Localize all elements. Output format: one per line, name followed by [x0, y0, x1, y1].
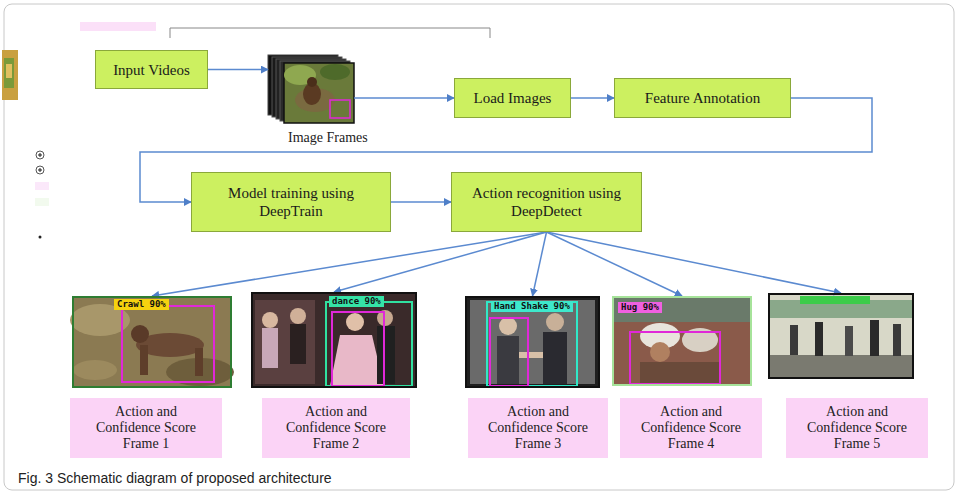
process-box: Action recognition using DeepDetect [451, 172, 642, 232]
score-box: Action and Confidence Score Frame 5 [786, 398, 928, 458]
flow-arrow [391, 201, 451, 203]
score-label: Action and Confidence Score Frame 2 [278, 404, 394, 452]
score-label: Action and Confidence Score Frame 1 [88, 404, 204, 452]
flow-arrow [152, 232, 547, 296]
score-label: Action and Confidence Score Frame 3 [480, 404, 596, 452]
flow-arrow [547, 232, 683, 296]
score-box: Action and Confidence Score Frame 3 [468, 398, 608, 458]
detection-tag: Hand Shake 90% [491, 301, 573, 312]
photo-hug [612, 296, 752, 386]
flow-arrow [354, 97, 454, 99]
box-label: Input Videos [113, 61, 190, 79]
process-box: Load Images [454, 78, 571, 118]
bracket-line [170, 28, 490, 38]
detection-tag: dance 90% [329, 296, 384, 307]
result-frame: Crawl 90%Action and Confidence Score Fra… [72, 296, 232, 388]
photo-handshake [465, 296, 600, 388]
frame-stack-illustration [268, 55, 354, 123]
pink-strip [35, 182, 49, 190]
flow-arrow [533, 232, 547, 296]
green-strip [35, 198, 49, 206]
flow-arrow [208, 69, 268, 71]
result-frame: Hug 90%Action and Confidence Score Frame… [612, 296, 752, 386]
pink-strip [80, 22, 156, 31]
flow-arrow [571, 97, 614, 99]
score-label: Action and Confidence Score Frame 5 [799, 404, 915, 452]
result-frame: Action and Confidence Score Frame 5 [768, 293, 914, 379]
flow-arrow [547, 232, 842, 293]
box-label: Load Images [474, 89, 552, 107]
process-box: Feature Annotation [614, 78, 791, 118]
process-box: Model training using DeepTrain [191, 172, 391, 232]
photo-bank [768, 293, 914, 379]
box-label: Action recognition using DeepDetect [462, 184, 631, 220]
score-box: Action and Confidence Score Frame 4 [620, 398, 762, 458]
dot [39, 236, 42, 239]
detection-tag: Crawl 90% [114, 299, 169, 310]
result-frame: Hand Shake 90%Action and Confidence Scor… [465, 296, 600, 388]
score-box: Action and Confidence Score Frame 2 [262, 398, 410, 458]
box-label: Model training using DeepTrain [202, 184, 380, 220]
frame-label: Image Frames [288, 130, 368, 146]
result-frame: dance 90%Action and Confidence Score Fra… [251, 292, 417, 388]
process-box: Input Videos [95, 50, 208, 89]
radio-symbol [36, 151, 44, 174]
score-label: Action and Confidence Score Frame 4 [633, 404, 749, 452]
frame-stack: Image Frames [268, 55, 354, 123]
score-box: Action and Confidence Score Frame 1 [70, 398, 222, 458]
photo-crawl [70, 296, 234, 388]
figure-caption: Fig. 3 Schematic diagram of proposed arc… [18, 470, 332, 486]
box-label: Feature Annotation [645, 89, 760, 107]
figure-frame [4, 4, 954, 490]
left-thumbnail [2, 50, 18, 100]
detection-tag: Hug 90% [618, 302, 662, 313]
flow-arrow [334, 232, 547, 292]
photo-dance [251, 292, 417, 388]
